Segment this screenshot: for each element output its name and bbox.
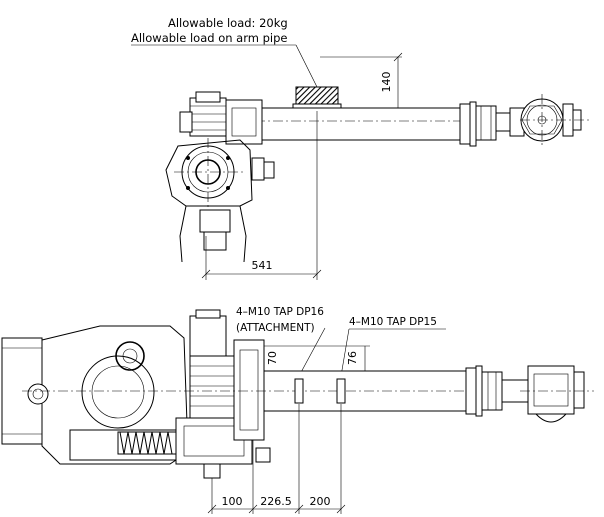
wrist-head-b-inner — [533, 373, 569, 407]
attachment-block-inner — [239, 349, 259, 431]
turntable-outer — [181, 145, 235, 199]
side-cap-inner — [32, 388, 44, 400]
dim-tick — [248, 504, 258, 514]
bottom-view: 4–M10 TAP DP16 (ATTACHMENT) 4–M10 TAP DP… — [1, 306, 594, 514]
balancer-spring — [117, 431, 179, 455]
top-gearbox — [225, 99, 263, 145]
base-turntable — [81, 355, 155, 429]
bolt-hole — [186, 186, 190, 190]
dim-tick — [207, 504, 217, 514]
base-turntable-hub — [115, 341, 145, 371]
tap-leader-1 — [298, 327, 326, 377]
base-turntable-inner — [91, 365, 145, 419]
side-cap — [27, 383, 49, 405]
dim-tick — [294, 504, 304, 514]
allowable-load-arm-pipe-label: Allowable load on arm pipe — [131, 31, 288, 45]
tap-hole-2 — [336, 378, 346, 404]
lower-arm — [179, 205, 187, 263]
motor-housing-cap — [195, 309, 221, 319]
dim-541-tick-b — [312, 269, 322, 279]
motor-housing-upper — [189, 315, 227, 357]
wrist-body-b — [481, 371, 503, 411]
attachment-block — [233, 339, 265, 441]
motor-housing-lower — [189, 355, 235, 419]
foot-left — [203, 463, 221, 479]
tap-leader-2 — [340, 328, 350, 377]
dim-tick — [336, 504, 346, 514]
wrist-flange-2 — [469, 101, 477, 147]
dim-200-label: 200 — [310, 495, 331, 508]
top-motor-housing — [189, 97, 227, 137]
bolt-hole — [226, 186, 230, 190]
load-block — [295, 86, 339, 105]
top-motor-cap — [195, 91, 221, 103]
lower-arm — [239, 205, 247, 263]
lower-arm-plate — [199, 209, 231, 233]
tap-m10-dp15-label: 4–M10 TAP DP15 — [349, 316, 437, 328]
foot-right — [255, 447, 271, 463]
wrist-flange-b-end — [573, 371, 585, 409]
wrist-arc-b — [535, 413, 567, 423]
attachment-label: (ATTACHMENT) — [236, 322, 315, 334]
load-leader-line — [295, 44, 318, 88]
dim-140-label: 140 — [380, 72, 393, 93]
wrist-flange-b2 — [475, 365, 483, 417]
top-view: Allowable load: 20kg Allowable load on a… — [131, 16, 590, 280]
dim-76-label: 76 — [346, 351, 359, 365]
arm-pipe — [261, 107, 463, 141]
dim-226-5-label: 226.5 — [260, 495, 292, 508]
bolt-hole — [186, 156, 190, 160]
dim-140-tick-a — [393, 52, 403, 62]
allowable-load-label: Allowable load: 20kg — [168, 16, 288, 30]
dim-541-label: 541 — [252, 259, 273, 272]
dim-70-label: 70 — [266, 351, 279, 365]
dim-541-tick-a — [201, 269, 211, 279]
tap-hole-1 — [294, 378, 304, 404]
wrist-flange-b1 — [465, 367, 477, 415]
lower-arm-plate-2 — [203, 231, 227, 251]
side-connector-2 — [263, 161, 275, 179]
tap-m10-dp16-label: 4–M10 TAP DP16 — [236, 306, 324, 318]
top-clamp — [179, 111, 193, 133]
top-gearbox-detail — [231, 107, 257, 137]
dim-100-label: 100 — [222, 495, 243, 508]
motor-base-detail — [183, 425, 245, 457]
wrist-head-b — [527, 365, 575, 415]
bolt-hole — [226, 156, 230, 160]
base-turntable-hub-inner — [122, 348, 138, 364]
wrist-body — [475, 105, 497, 141]
side-connector — [251, 157, 265, 181]
wrist-flange-1 — [459, 103, 471, 145]
